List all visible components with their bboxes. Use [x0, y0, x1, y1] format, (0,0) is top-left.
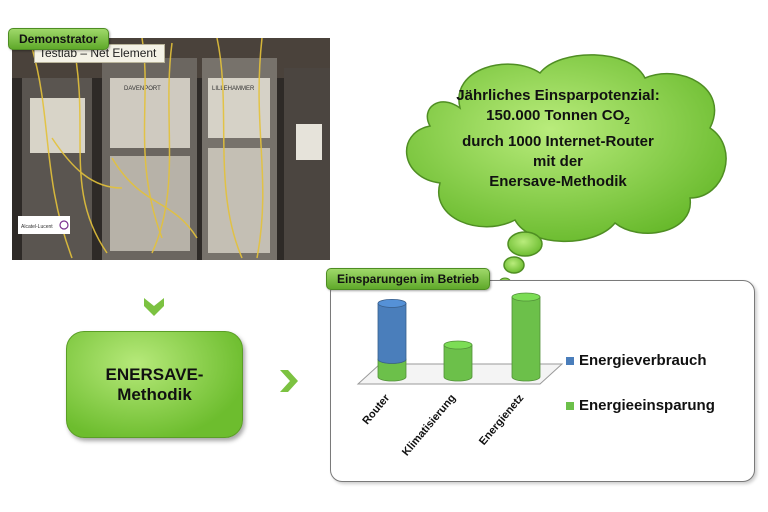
cloud-line-5: Enersave-Methodik [489, 173, 627, 190]
legend-item-energieeinsparung: Energieeinsparung [566, 397, 715, 414]
bar-energienetz-savings [511, 296, 541, 382]
method-line-1: ENERSAVE- [105, 364, 204, 384]
legend-item-energieverbrauch: Energieverbrauch [566, 352, 707, 369]
bar-top-router-consumption [377, 298, 407, 308]
bar-klimatisierung-savings [443, 344, 473, 382]
vendor-logo-text: Alcatel-Lucent [21, 224, 53, 230]
server-rack-photo: DAVENPORT LILLEHAMMER Alcatel-Lucent [12, 38, 330, 260]
chevron-right-icon [280, 370, 298, 392]
legend-swatch-blue [566, 357, 574, 366]
category-label-energienetz: Energienetz [477, 392, 527, 448]
vendor-logo-icon [59, 220, 69, 230]
co2-subscript: 2 [624, 116, 630, 127]
legend-label-energieverbrauch: Energieverbrauch [579, 352, 707, 369]
betrieb-tag: Einsparungen im Betrieb [326, 268, 491, 290]
bar-top-energienetz-savings [511, 292, 541, 302]
legend-label-energieeinsparung: Energieeinsparung [579, 397, 715, 414]
demonstrator-tag: Demonstrator [8, 28, 109, 50]
cloud-line-4: mit der [532, 153, 583, 170]
method-line-2: Methodik [117, 384, 192, 404]
category-label-klimatisierung: Klimatisierung [400, 392, 458, 458]
photo-label-lillehammer: LILLEHAMMER [212, 86, 255, 92]
cloud-line-3: durch 1000 Internet-Router [462, 133, 654, 150]
chevron-down-icon [144, 298, 164, 316]
bar-top-klimatisierung-savings [443, 340, 473, 350]
photo-label-davenport: DAVENPORT [124, 86, 161, 92]
enersave-method-box: ENERSAVE- Methodik [66, 331, 243, 438]
category-label-router: Router [360, 392, 392, 427]
cloud-text: Jährliches Einsparpotenzial: 150.000 Ton… [412, 86, 704, 192]
legend-swatch-green [566, 402, 574, 411]
cloud-line-2-text: 150.000 Tonnen CO [486, 107, 625, 124]
cloud-line-1: Jährliches Einsparpotenzial: [456, 87, 660, 104]
bar-router-savings [377, 359, 407, 382]
bar-router-consumption [377, 303, 407, 364]
cloud-line-2: 150.000 Tonnen CO2 [412, 106, 704, 132]
thought-cloud [405, 54, 727, 274]
server-rack-image: DAVENPORT LILLEHAMMER Alcatel-Lucent [12, 38, 330, 260]
